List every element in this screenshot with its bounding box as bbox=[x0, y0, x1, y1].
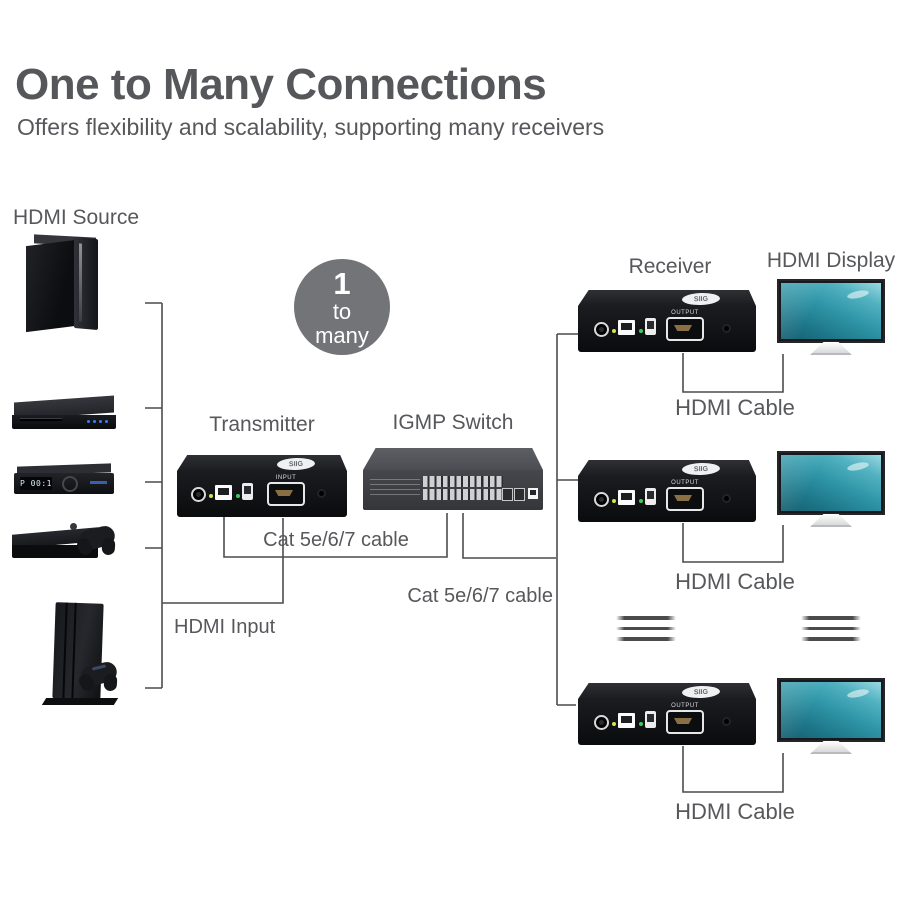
dc-in-port-icon bbox=[594, 322, 609, 337]
hdmi-display-label: HDMI Display bbox=[766, 249, 896, 272]
ir-port-icon bbox=[645, 711, 656, 728]
hdmi-port-label: INPUT bbox=[275, 475, 297, 481]
switch-port-row-bottom bbox=[423, 489, 503, 500]
reset-hole-icon bbox=[724, 496, 729, 501]
hdmi-port-label: OUTPUT bbox=[671, 310, 699, 316]
page-title: One to Many Connections bbox=[15, 60, 547, 109]
ir-port-icon bbox=[242, 483, 253, 500]
dc-in-port-icon bbox=[191, 487, 206, 502]
cat-cable-line-2 bbox=[462, 513, 556, 559]
dvd-player-icon bbox=[12, 394, 116, 434]
badge-line2: to bbox=[332, 298, 352, 324]
rj45-port-icon bbox=[618, 490, 635, 505]
page-subtitle: Offers flexibility and scalability, supp… bbox=[17, 114, 605, 140]
ir-port-icon bbox=[645, 488, 656, 505]
hdmi-cable-label-2: HDMI Cable bbox=[675, 569, 795, 594]
cat-cable-line-1 bbox=[223, 513, 448, 558]
hdmi-cable-label-3: HDMI Cable bbox=[675, 799, 795, 824]
uplink-port-icon bbox=[528, 488, 538, 499]
hdmi-cable-line-1 bbox=[682, 353, 784, 393]
receiver-bus-line bbox=[556, 333, 578, 706]
hdmi-port-label: OUTPUT bbox=[671, 703, 699, 709]
underwater-screen-image bbox=[781, 455, 881, 511]
power-led-icon bbox=[612, 499, 616, 503]
ps4-controller-icon bbox=[76, 659, 124, 700]
transmitter-device: SIIG INPUT bbox=[177, 455, 347, 517]
link-led-icon bbox=[639, 329, 643, 333]
power-led-icon bbox=[612, 722, 616, 726]
link-led-icon bbox=[236, 494, 240, 498]
igmp-switch-label: IGMP Switch bbox=[392, 411, 514, 434]
hdmi-output-port-icon: OUTPUT bbox=[666, 480, 704, 511]
cat-cable-label-1: Cat 5e/6/7 cable bbox=[263, 529, 409, 551]
more-receivers-ellipsis-icon bbox=[616, 616, 676, 644]
hdmi-input-line bbox=[162, 518, 284, 604]
hdmi-input-label: HDMI Input bbox=[174, 616, 276, 638]
hdmi-display-monitor-3 bbox=[777, 678, 885, 742]
hdmi-source-label: HDMI Source bbox=[13, 206, 140, 229]
underwater-screen-image bbox=[781, 682, 881, 738]
dc-in-port-icon bbox=[594, 492, 609, 507]
sfp-port-icon bbox=[502, 488, 513, 501]
switch-indicator-panel bbox=[370, 479, 420, 499]
rj45-port-icon bbox=[618, 320, 635, 335]
dc-in-port-icon bbox=[594, 715, 609, 730]
more-displays-ellipsis-icon bbox=[801, 616, 861, 644]
rj45-port-icon bbox=[618, 713, 635, 728]
hdmi-input-port-icon: INPUT bbox=[267, 475, 305, 506]
switch-port-row-top bbox=[423, 476, 503, 487]
badge-line3: many bbox=[315, 322, 369, 348]
underwater-screen-image bbox=[781, 283, 881, 339]
monitor-stand bbox=[810, 514, 852, 527]
hdmi-cable-line-2 bbox=[682, 523, 784, 563]
reset-hole-icon bbox=[724, 326, 729, 331]
receiver-device-3: SIIG OUTPUT bbox=[578, 683, 756, 745]
monitor-stand bbox=[810, 741, 852, 754]
link-led-icon bbox=[639, 722, 643, 726]
transmitter-label: Transmitter bbox=[209, 413, 315, 436]
reset-hole-icon bbox=[724, 719, 729, 724]
hdmi-cable-line-3 bbox=[682, 746, 784, 793]
receiver-label: Receiver bbox=[628, 255, 712, 278]
hdmi-display-monitor-1 bbox=[777, 279, 885, 343]
cat-cable-label-2: Cat 5e/6/7 cable bbox=[407, 585, 553, 607]
pc-tower-icon bbox=[24, 234, 104, 334]
ps4-console-icon bbox=[28, 598, 132, 714]
hdmi-output-port-icon: OUTPUT bbox=[666, 703, 704, 734]
xbox-one-console-icon bbox=[12, 520, 120, 564]
badge-line1: 1 bbox=[333, 265, 351, 301]
hdmi-cable-label-1: HDMI Cable bbox=[675, 395, 795, 420]
power-led-icon bbox=[209, 494, 213, 498]
hdmi-output-port-icon: OUTPUT bbox=[666, 310, 704, 341]
hdmi-display-monitor-2 bbox=[777, 451, 885, 515]
set-top-box-display: P 00:1 bbox=[20, 477, 52, 490]
source-bus-line bbox=[145, 302, 163, 689]
reset-hole-icon bbox=[319, 491, 324, 496]
one-to-many-badge: 1 to many bbox=[294, 259, 390, 355]
power-led-icon bbox=[612, 329, 616, 333]
set-top-box-icon: P 00:1 bbox=[14, 462, 114, 498]
receiver-device-2: SIIG OUTPUT bbox=[578, 460, 756, 522]
sfp-port-icon bbox=[514, 488, 525, 501]
ir-port-icon bbox=[645, 318, 656, 335]
link-led-icon bbox=[639, 499, 643, 503]
receiver-device-1: SIIG OUTPUT bbox=[578, 290, 756, 352]
xbox-controller-icon bbox=[74, 523, 120, 560]
monitor-stand bbox=[810, 342, 852, 355]
hdmi-port-label: OUTPUT bbox=[671, 480, 699, 486]
rj45-port-icon bbox=[215, 485, 232, 500]
igmp-switch-device bbox=[363, 448, 543, 515]
